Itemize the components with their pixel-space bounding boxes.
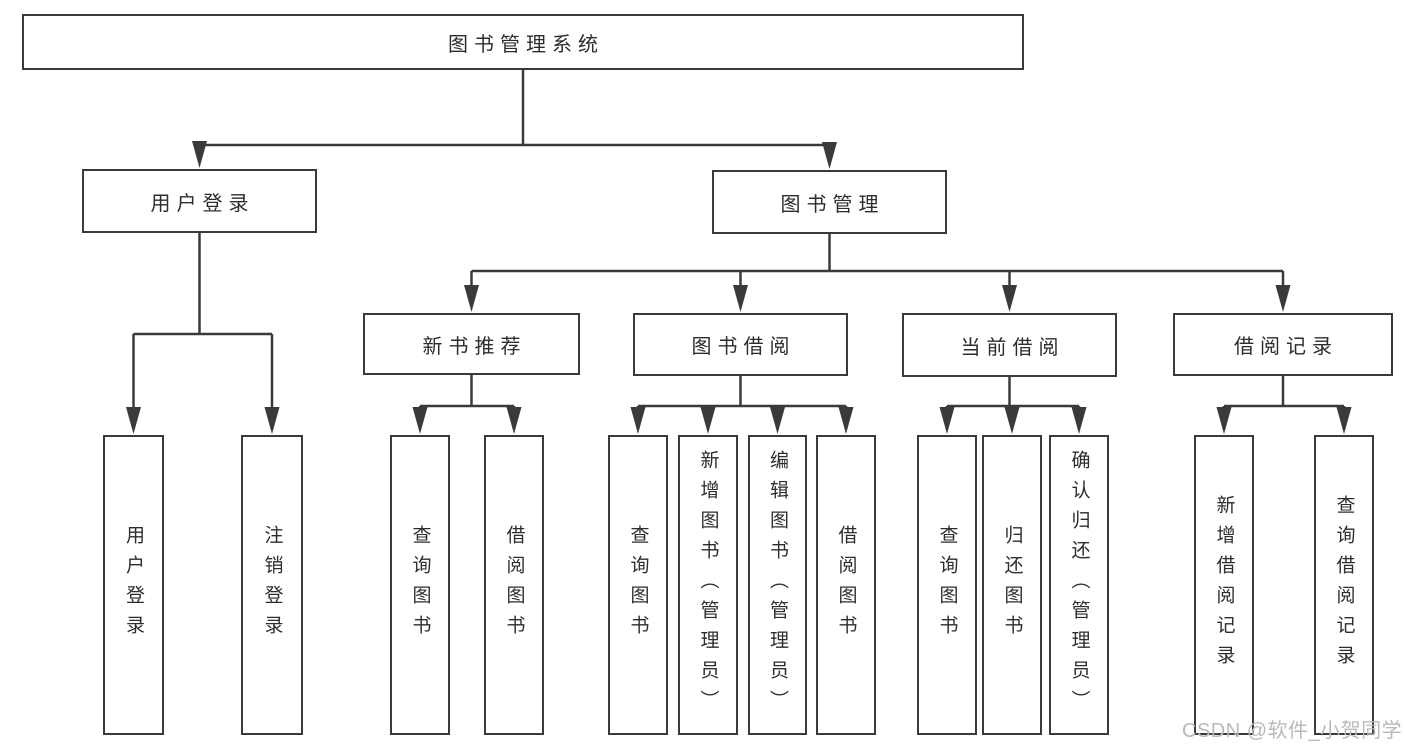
leaf-return-books: 归还图书	[982, 435, 1042, 735]
leaf-user-login: 用户登录	[103, 435, 164, 735]
node-book-management: 图书管理	[712, 170, 947, 234]
node-new-book-recommend-label: 新书推荐	[422, 335, 527, 358]
leaf-query-borrow-record: 查询借阅记录	[1314, 435, 1374, 735]
node-user-login-label: 用户登录	[150, 192, 255, 215]
node-root-label: 图书管理系统	[448, 33, 604, 56]
node-borrowing-records-label: 借阅记录	[1234, 336, 1338, 358]
leaf-add-book-admin: 新增图书（管理员）	[678, 435, 738, 735]
leaf-logout: 注销登录	[241, 435, 303, 735]
node-user-login: 用户登录	[82, 169, 317, 233]
leaf-query-books-current: 查询图书	[917, 435, 977, 735]
leaf-add-borrow-record: 新增借阅记录	[1194, 435, 1254, 735]
leaf-borrow-books-recommend: 借阅图书	[484, 435, 544, 735]
node-current-borrowing: 当前借阅	[902, 313, 1117, 377]
leaf-borrow-books: 借阅图书	[816, 435, 876, 735]
node-book-borrowing-label: 图书借阅	[691, 336, 796, 358]
leaf-query-books-recommend: 查询图书	[390, 435, 450, 735]
leaf-edit-book-admin: 编辑图书（管理员）	[748, 435, 807, 735]
node-book-borrowing: 图书借阅	[633, 313, 848, 376]
node-book-management-label: 图书管理	[780, 193, 885, 216]
csdn-watermark: CSDN @软件_小贺同学	[1182, 720, 1403, 742]
leaf-confirm-return-admin: 确认归还（管理员）	[1049, 435, 1109, 735]
node-borrowing-records: 借阅记录	[1173, 313, 1393, 376]
node-current-borrowing-label: 当前借阅	[960, 336, 1065, 359]
node-root-system: 图书管理系统	[22, 14, 1024, 70]
leaf-query-books-borrowing: 查询图书	[608, 435, 668, 735]
node-new-book-recommend: 新书推荐	[363, 313, 580, 375]
